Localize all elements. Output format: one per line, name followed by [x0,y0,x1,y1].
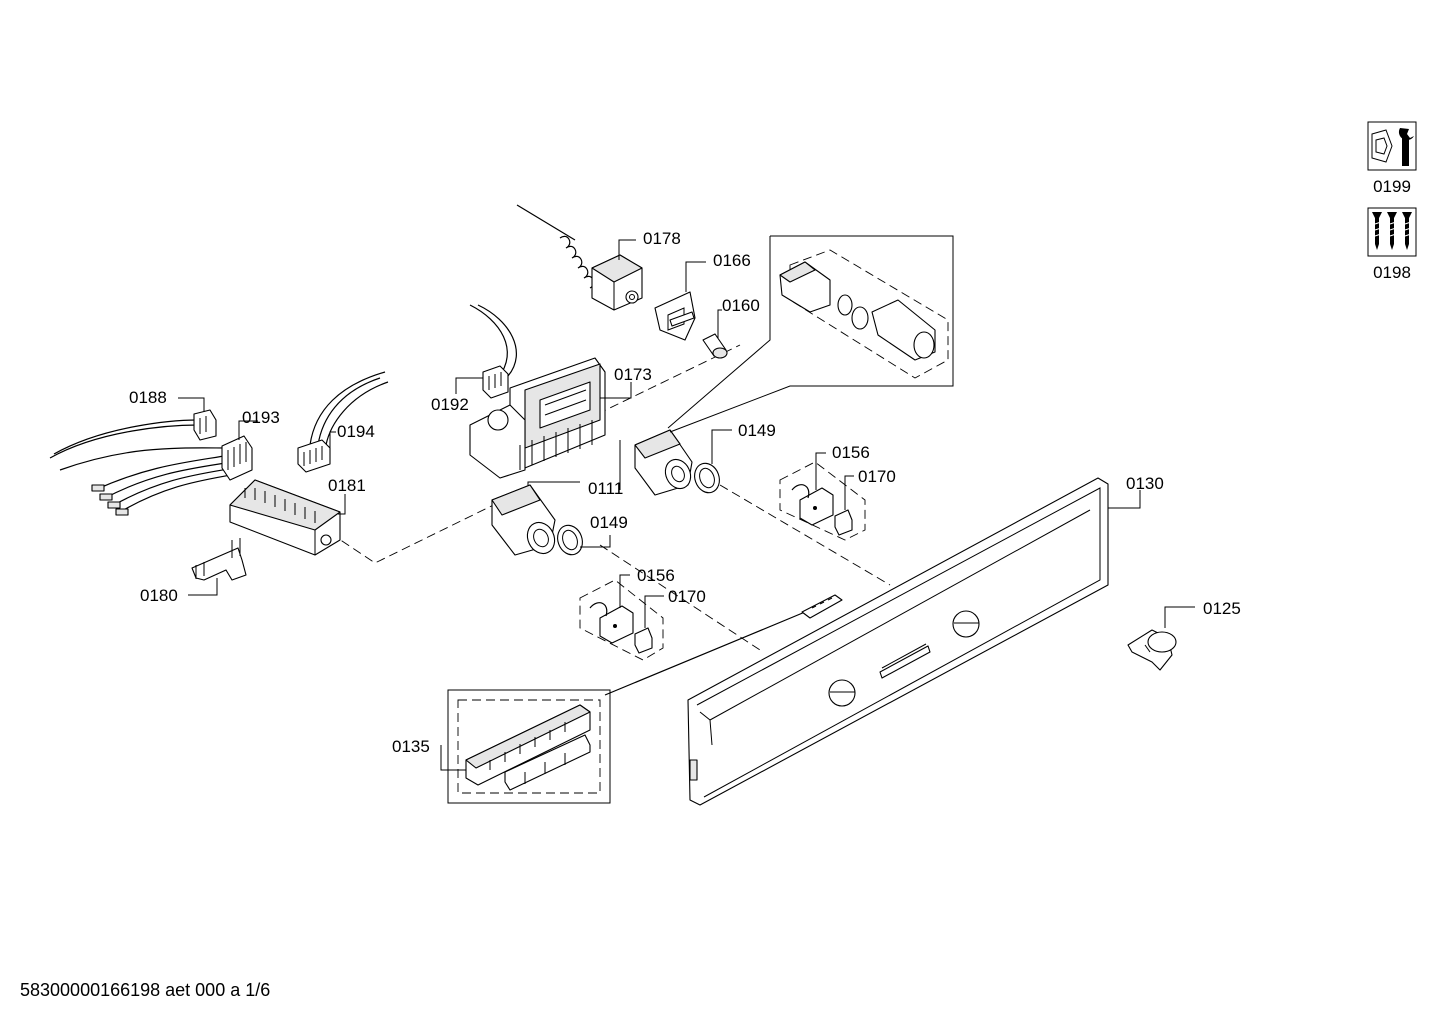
part-label-0130: 0130 [1126,474,1164,493]
switch-detail-inset [667,235,954,433]
part-label-0193: 0193 [242,408,280,427]
sensor-board-group [779,461,866,541]
terminal-strip-part [229,479,341,556]
electronic-module-part [469,357,606,479]
wire-connector-part [49,409,217,459]
hinge-bracket-part [1127,629,1177,671]
document-id: 58300000166198 aet 000 a 1/6 [20,980,271,1000]
part-label-0149: 0149 [738,421,776,440]
ring-part [557,524,583,556]
part-label-0188: 0188 [129,388,167,407]
part-label-0170: 0170 [668,587,706,606]
terminal-block-part [59,435,253,516]
ring-part [694,462,720,494]
sensor-board-group [579,579,664,661]
part-label-0170: 0170 [858,467,896,486]
control-panel-fascia [687,477,1109,806]
part-label-0192: 0192 [431,395,469,414]
part-label-0173: 0173 [614,365,652,384]
part-label-0180: 0180 [140,586,178,605]
rotary-switch-part [491,484,556,556]
screws-icon [1367,207,1417,257]
clip-part [191,538,247,581]
wire-connector-part [469,304,517,399]
part-label-0199: 0199 [1373,177,1411,196]
part-label-0181: 0181 [328,476,366,495]
thermostat-part [516,204,643,311]
service-kit-icon [1367,121,1417,171]
part-label-0198: 0198 [1373,263,1411,282]
part-label-0125: 0125 [1203,599,1241,618]
rotary-switch-part [634,429,693,496]
part-label-0135: 0135 [392,737,430,756]
part-label-0156: 0156 [637,566,675,585]
part-label-0178: 0178 [643,229,681,248]
bracket-part [654,291,696,341]
wire-connector-part [297,371,389,473]
part-label-0149: 0149 [590,513,628,532]
part-label-0160: 0160 [722,296,760,315]
part-label-0111: 0111 [588,479,623,498]
lamp-part [702,333,728,359]
part-label-0156: 0156 [832,443,870,462]
part-label-0166: 0166 [713,251,751,270]
button-strip-detail-inset [447,689,611,804]
part-label-0194: 0194 [337,422,375,441]
button-strip-part [801,594,843,619]
